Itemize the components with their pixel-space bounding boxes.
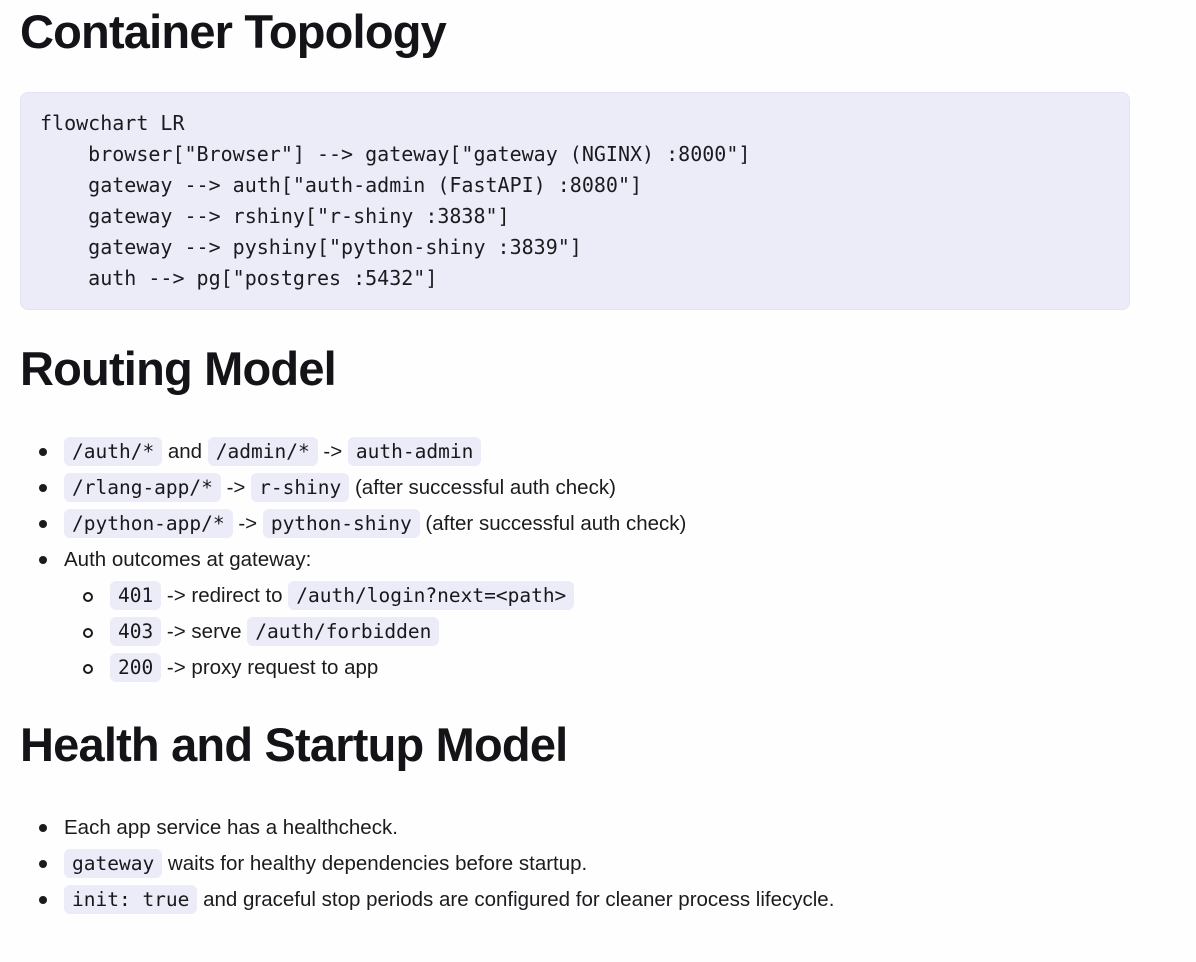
inline-code: /auth/login?next=<path> [288, 581, 575, 610]
text-run: Auth outcomes at gateway: [64, 548, 312, 571]
inline-code: auth-admin [347, 437, 482, 466]
section-health-startup-model: Health and Startup Model Each app servic… [20, 716, 1130, 918]
text-run: and [162, 440, 208, 463]
inline-code: r-shiny [251, 473, 350, 502]
inline-code: /auth/forbidden [247, 617, 440, 646]
inline-code: /python-app/* [64, 509, 233, 538]
list-item: gateway waits for healthy dependencies b… [39, 846, 1130, 882]
list-item: /auth/* and /admin/* -> auth-admin [39, 434, 1130, 470]
text-run: (after successful auth check) [349, 476, 616, 499]
inline-code: 200 [110, 653, 162, 682]
health-list: Each app service has a healthcheck. gatew… [20, 810, 1130, 918]
section-container-topology: Container Topology flowchart LR browser[… [20, 3, 1130, 310]
inline-code: /rlang-app/* [64, 473, 221, 502]
text-run: -> [220, 476, 252, 499]
text-run: -> redirect to [161, 584, 289, 607]
section-routing-model: Routing Model /auth/* and /admin/* -> au… [20, 340, 1130, 686]
inline-code: init: true [64, 885, 198, 914]
list-item: /rlang-app/* -> r-shiny (after successfu… [39, 470, 1130, 506]
inline-code: /auth/* [64, 437, 163, 466]
text-run: -> [232, 512, 263, 535]
sub-list-item: 401 -> redirect to /auth/login?next=<pat… [83, 578, 1130, 614]
text-run: and graceful stop periods are configured… [197, 888, 835, 911]
sub-list-item: 200 -> proxy request to app [83, 650, 1130, 686]
routing-list: /auth/* and /admin/* -> auth-admin/rlang… [20, 434, 1130, 686]
inline-code: gateway [64, 849, 163, 878]
markdown-document: Container Topology flowchart LR browser[… [20, 3, 1130, 918]
inline-code: python-shiny [262, 509, 420, 538]
list-item: Each app service has a healthcheck. [39, 810, 1130, 846]
inline-code: 403 [110, 617, 162, 646]
section-heading-container-topology: Container Topology [20, 5, 447, 58]
text-run: waits for healthy dependencies before st… [162, 852, 588, 875]
sub-list-item: 403 -> serve /auth/forbidden [83, 614, 1130, 650]
list-item: Auth outcomes at gateway: 401 -> redirect… [39, 542, 1130, 686]
text-run: (after successful auth check) [419, 512, 687, 535]
mermaid-code-block: flowchart LR browser["Browser"] --> gate… [20, 92, 1130, 310]
section-heading-routing-model: Routing Model [20, 342, 337, 395]
text-run: -> proxy request to app [161, 656, 379, 679]
section-heading-health-startup-model: Health and Startup Model [20, 718, 568, 771]
text-run: -> serve [161, 620, 248, 643]
text-run: -> [317, 440, 348, 463]
inline-code: /admin/* [207, 437, 318, 466]
list-item: /python-app/* -> python-shiny (after suc… [39, 506, 1130, 542]
sub-list: 401 -> redirect to /auth/login?next=<pat… [64, 578, 1130, 686]
list-item: init: true and graceful stop periods are… [39, 882, 1130, 918]
text-run: Each app service has a healthcheck. [64, 816, 398, 839]
inline-code: 401 [110, 581, 162, 610]
